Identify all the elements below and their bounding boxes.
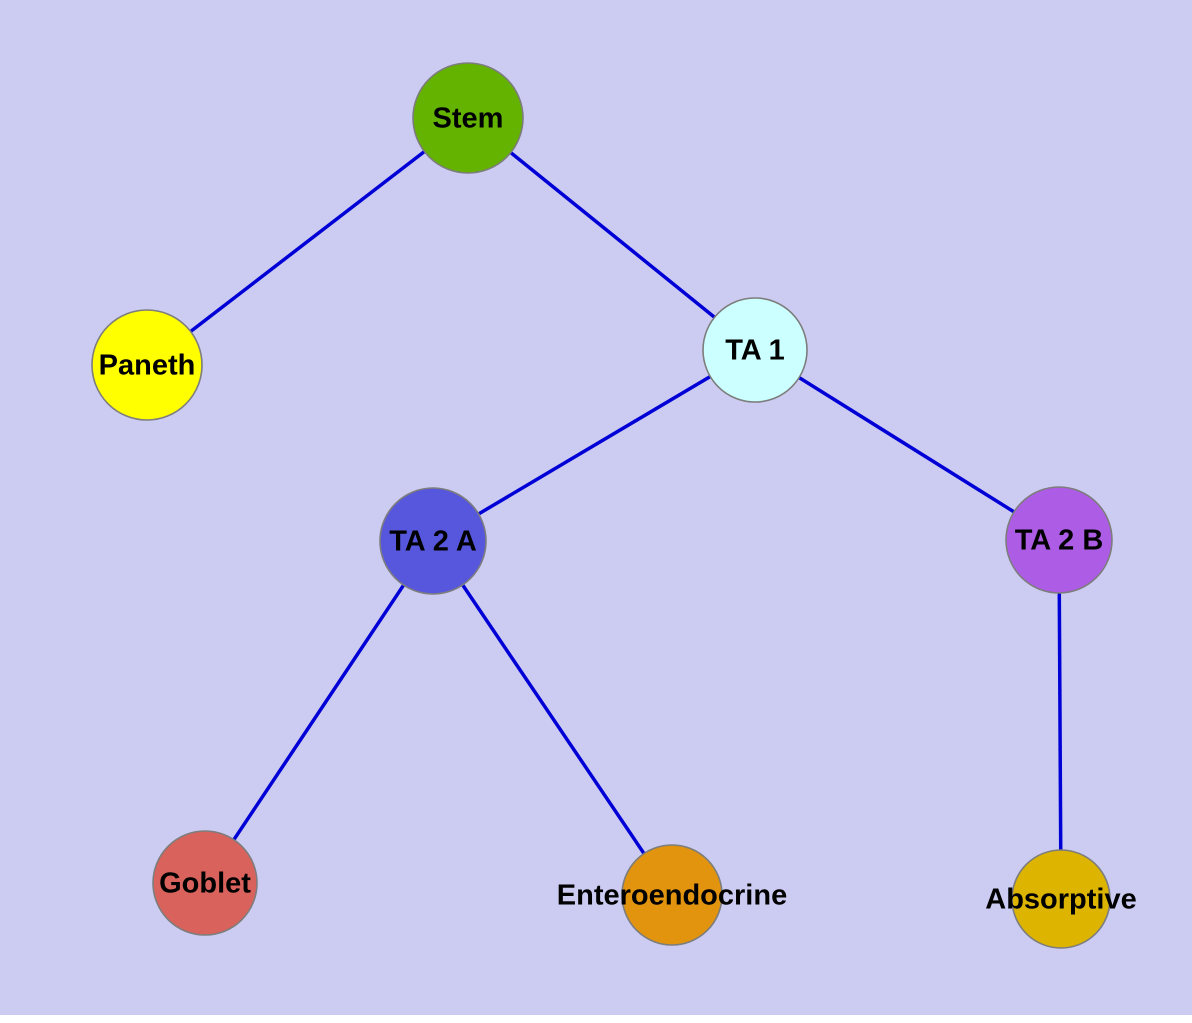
edge-layer	[145, 116, 1063, 900]
node-enteroendocrine-shape[interactable]	[621, 844, 723, 946]
node-ta2a-shape[interactable]	[379, 487, 487, 595]
edge-ta2a-enteroendocrine	[431, 540, 674, 896]
node-ta1[interactable]: TA 1	[702, 297, 808, 403]
edge-stem-ta1	[466, 116, 757, 352]
node-stem[interactable]: Stem	[412, 62, 524, 174]
node-absorptive-shape[interactable]	[1011, 849, 1111, 949]
node-ta2b-shape[interactable]	[1005, 486, 1113, 594]
node-goblet[interactable]: Goblet	[152, 830, 258, 936]
node-paneth-shape[interactable]	[91, 309, 203, 421]
node-ta2a[interactable]: TA 2 A	[379, 487, 487, 595]
edge-ta1-ta2a	[432, 348, 756, 543]
edge-stem-paneth	[145, 116, 470, 367]
node-ta1-shape[interactable]	[702, 297, 808, 403]
node-stem-shape[interactable]	[412, 62, 524, 174]
edge-ta2b-absorptive	[1057, 539, 1063, 900]
node-goblet-shape[interactable]	[152, 830, 258, 936]
node-ta2b[interactable]: TA 2 B	[1005, 486, 1113, 594]
edge-ta1-ta2b	[754, 348, 1060, 542]
edge-ta2a-goblet	[203, 540, 435, 884]
node-paneth[interactable]: Paneth	[91, 309, 203, 421]
